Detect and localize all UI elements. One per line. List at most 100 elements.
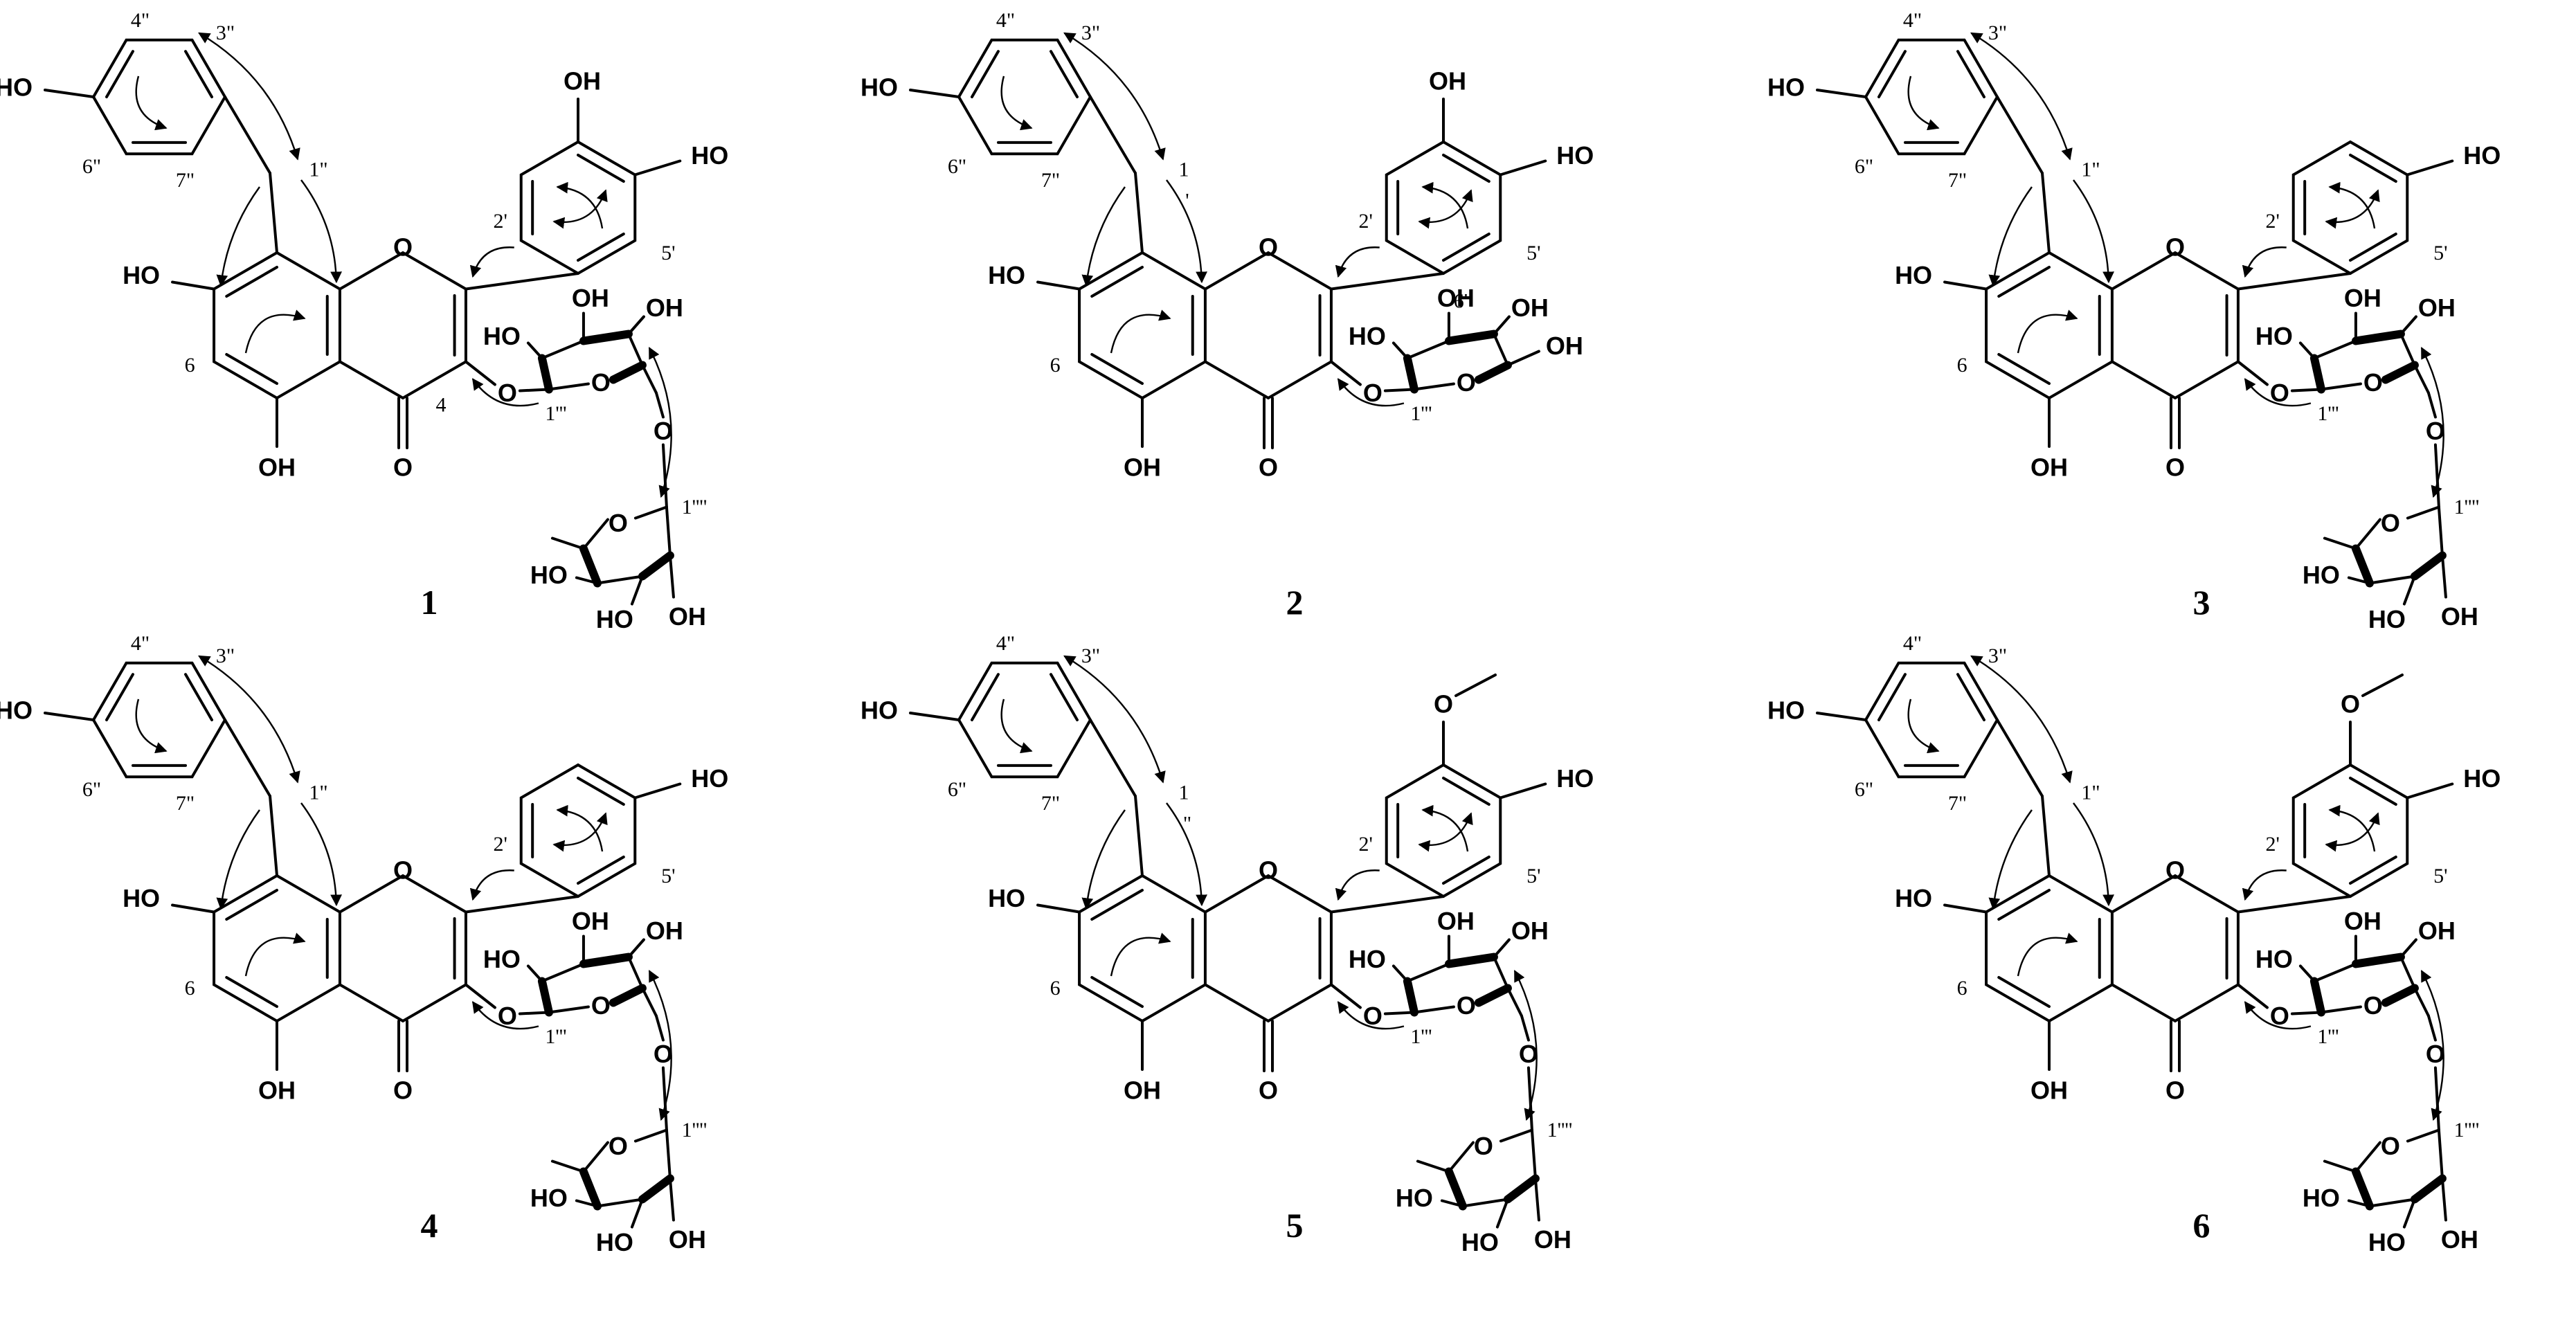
cosy-arrow — [1418, 812, 1473, 852]
hmbc-arrow — [1081, 809, 1126, 910]
keto-oxygen: O — [393, 453, 413, 482]
sugar-c6-bond — [1506, 350, 1540, 367]
compound-number: 2 — [1286, 583, 1304, 622]
ring-a — [1078, 251, 1207, 400]
sugar-oh-bond — [627, 938, 645, 959]
locant-3pp: 3" — [1988, 21, 2007, 44]
sugar-c6-bond — [640, 363, 658, 395]
cosy-arrow — [1000, 698, 1033, 754]
ring-a-double — [1090, 976, 1144, 1008]
c3-o-bond — [1329, 983, 1362, 1009]
hmbc-arrow-link — [2420, 970, 2444, 1121]
ring-b-link — [464, 272, 579, 291]
ring-b-link — [2236, 895, 2352, 914]
c7-hydroxyl: HO — [123, 884, 160, 912]
ring-oxygen: O — [393, 856, 413, 885]
hmbc-arrow-link — [1513, 970, 1538, 1121]
sugar-hydroxyl-2: HO — [483, 945, 521, 973]
cosy-arrow — [1907, 75, 1940, 131]
benzyl-link — [1996, 96, 2044, 174]
sugar-bond — [547, 382, 590, 391]
locant-1ppp: 1''' — [1410, 402, 1432, 425]
hmbc-arrow — [300, 802, 342, 907]
locant-4pp: 4" — [996, 632, 1015, 655]
link-bond — [654, 391, 665, 419]
rha-bond — [595, 575, 644, 585]
rha-bond — [1461, 1198, 1509, 1208]
ring-oxygen: O — [393, 233, 413, 262]
ring-c — [1204, 874, 1333, 1023]
ring-c — [1204, 251, 1333, 400]
sugar-bond-bold — [579, 953, 633, 968]
ring-b-double — [2349, 856, 2397, 885]
cosy-arrow — [1907, 698, 1940, 754]
rha-bond — [582, 518, 609, 550]
link-bond — [2426, 1014, 2437, 1042]
locant-1pp-prime: ' — [1185, 190, 1189, 213]
rha-oh-bond — [575, 1199, 599, 1208]
locant-1ppp: 1''' — [2317, 1025, 2339, 1048]
sugar-oh-bond — [1391, 341, 1409, 360]
hmbc-arrow — [198, 655, 300, 784]
locant-4pp: 4" — [996, 9, 1015, 32]
benzyl-ch2-bond — [269, 795, 278, 877]
rha-oh-bond — [575, 576, 599, 585]
locant-4pp: 4" — [1903, 632, 1922, 655]
c4p-oh-bond — [1499, 159, 1547, 177]
locant-1pp: 1" — [2081, 159, 2100, 181]
sugar-bond — [1405, 339, 1450, 360]
hmbc-arrow — [300, 179, 342, 284]
locant-7pp: 7" — [176, 792, 195, 815]
rhamnose-ring-oxygen: O — [1474, 1132, 1493, 1160]
keto-oxygen: O — [2165, 453, 2185, 482]
sugar-bond — [1412, 1005, 1455, 1014]
rha-oh-bond — [2440, 554, 2447, 599]
ring-b-link — [1329, 895, 1445, 914]
ring-oxygen: O — [2165, 856, 2185, 885]
ring-benzyl-double — [1050, 50, 1079, 98]
locant-1pppp: 1'''' — [2454, 1119, 2480, 1141]
locant-1pp: 1" — [309, 159, 327, 181]
locant-2p: 2' — [494, 210, 507, 233]
c4p-oh-bond — [633, 782, 682, 800]
benzyl-phenol: HO — [0, 696, 33, 725]
ring-a-double — [1090, 353, 1144, 385]
rha-bond — [2368, 575, 2416, 585]
link-bond — [2426, 391, 2437, 419]
sugar-bond-bold — [537, 354, 553, 394]
cosy-arrow — [1000, 75, 1033, 131]
methyl-bond — [2361, 674, 2404, 697]
ring-b-double — [2349, 777, 2397, 806]
glycosidic-bond — [518, 1011, 550, 1015]
sugar-bond-bold — [1403, 977, 1418, 1017]
locant-6p: 6' — [1454, 290, 1468, 313]
benzyl-ch2-bond — [2041, 795, 2051, 877]
ring-a-double — [1090, 266, 1144, 298]
locant-c6: 6 — [1050, 977, 1061, 1000]
ring-benzyl-double — [1877, 50, 1907, 98]
methoxy-oxygen: O — [1434, 690, 1453, 719]
locant-4pp: 4" — [131, 9, 150, 32]
c3-o-bond — [464, 360, 496, 386]
methyl-bond — [1454, 674, 1497, 697]
rhamnose-ring-oxygen: O — [609, 509, 628, 537]
rha-bond — [665, 505, 672, 557]
rha-oh-bond — [1533, 1177, 1540, 1222]
locant-2p: 2' — [494, 833, 507, 856]
rha-bond-bold — [2410, 551, 2447, 581]
hmbc-arrow — [1970, 32, 2073, 161]
rhamnose-hydroxyl-4: HO — [1396, 1184, 1433, 1212]
ring-b-double — [2349, 154, 2397, 183]
compound-number: 5 — [1286, 1206, 1304, 1245]
benzyl-phenol: HO — [1767, 73, 1805, 102]
ring-benzyl-double — [1050, 673, 1079, 721]
ring-c — [2111, 251, 2240, 400]
ring-b-double — [577, 777, 625, 806]
benzyl-link — [1089, 96, 1137, 174]
locant-c6: 6 — [185, 354, 195, 377]
c4p-oh-bond — [2406, 782, 2454, 800]
c5-hydroxyl: OH — [2030, 1076, 2068, 1105]
sugar-bond-bold — [609, 361, 647, 384]
c7-oh-bond — [1036, 903, 1081, 914]
